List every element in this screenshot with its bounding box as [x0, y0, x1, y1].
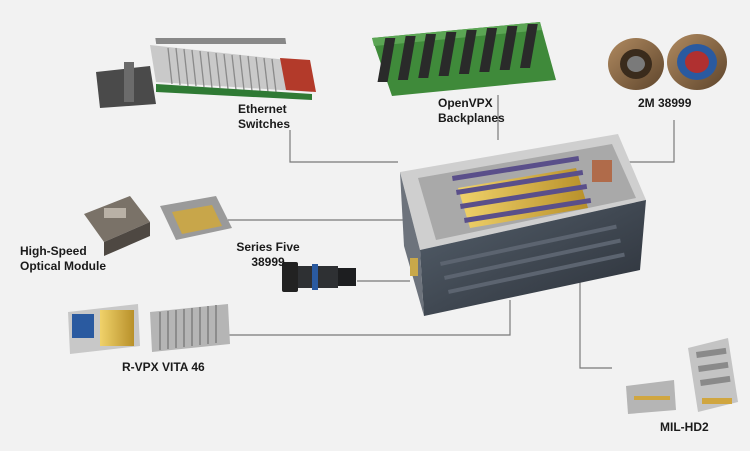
line-38999-2m: [624, 120, 675, 163]
line-rvpx: [228, 300, 511, 336]
ethernet-switch-image: [96, 38, 316, 108]
m38999-2m-image: [608, 34, 727, 90]
line-milhd2: [579, 278, 612, 369]
line-ethernet: [289, 130, 398, 163]
label-2m-38999: 2M 38999: [638, 96, 692, 110]
label-ethernet-switches: Ethernet Switches: [238, 102, 291, 131]
optical-module-image: [84, 196, 232, 256]
openvpx-backplane-image: [372, 22, 556, 96]
rvpx-image: [68, 304, 230, 354]
chassis-image: [400, 134, 646, 316]
label-mil-hd2: MIL-HD2: [660, 420, 709, 434]
mil-hd2-image: [626, 338, 738, 414]
label-series-five-38999: Series Five 38999: [236, 240, 300, 269]
label-openvpx-backplanes: OpenVPX Backplanes: [438, 96, 505, 125]
label-high-speed-optical-module: High-Speed Optical Module: [20, 244, 107, 273]
label-rvpx-vita46: R-VPX VITA 46: [122, 360, 205, 374]
connector-lines: [228, 95, 675, 369]
series-five-image: [282, 262, 356, 292]
